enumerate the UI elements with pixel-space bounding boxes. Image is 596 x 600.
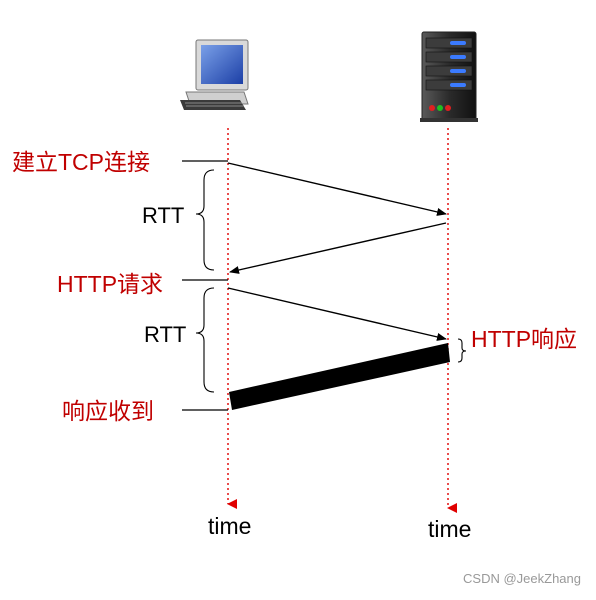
response-received-label: 响应收到 xyxy=(62,398,154,424)
syn-arrow xyxy=(227,162,447,216)
rtt-label-2: RTT xyxy=(144,322,186,347)
rtt-brace-1 xyxy=(195,169,215,271)
http-response-label: HTTP响应 xyxy=(471,326,577,352)
tcp-connect-label: 建立TCP连接 xyxy=(12,149,150,175)
rtt-brace-2 xyxy=(195,287,215,393)
syn-ack-arrow xyxy=(229,222,447,274)
http-request-arrow xyxy=(227,287,447,341)
http-request-label: HTTP请求 xyxy=(57,271,163,297)
watermark: CSDN @JeekZhang xyxy=(463,571,581,586)
rtt-label-1: RTT xyxy=(142,203,184,228)
server-tower-icon xyxy=(420,31,478,122)
http-response-band xyxy=(229,343,450,410)
time-label-client: time xyxy=(208,513,251,539)
response-brace xyxy=(457,338,467,363)
desktop-computer-icon xyxy=(180,39,249,110)
time-label-server: time xyxy=(428,516,471,542)
